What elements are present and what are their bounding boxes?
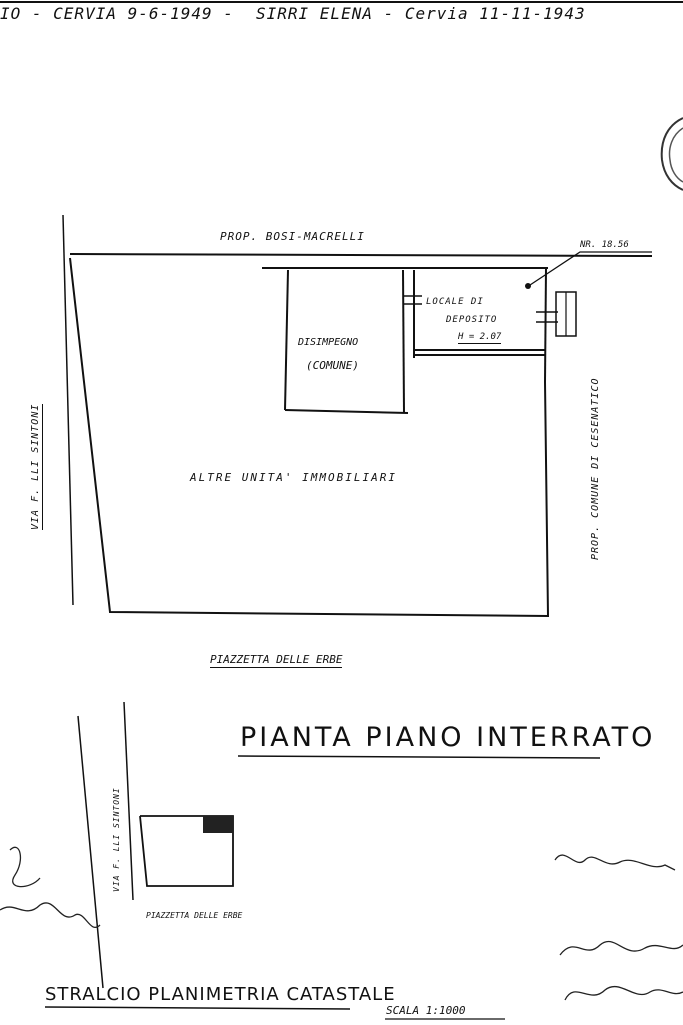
site-building-outline: [139, 815, 234, 887]
wall-ticks: [403, 295, 558, 323]
east-owner-label: PROP. COMUNE DI CESENATICO: [590, 377, 601, 560]
storage-height-label: H = 2.07: [458, 332, 502, 344]
stamp-fragment: [660, 117, 683, 191]
scale-label: SCALA 1:1000: [386, 1004, 466, 1017]
signature-left-upper: [9, 846, 41, 888]
building-perimeter: [69, 257, 550, 618]
street-west-label: VIA F. LLI SINTONI: [30, 403, 43, 530]
header-right-text: SIRRI ELENA - Cervia 11-11-1943: [256, 4, 586, 23]
plan-title-underline: [237, 755, 601, 759]
footer-title-underline: [44, 1006, 351, 1010]
north-owner-label: PROP. BOSI-MACRELLI: [220, 230, 365, 243]
height-tag-leader: [529, 251, 652, 286]
footer-title: STRALCIO PLANIMETRIA CATASTALE: [45, 984, 396, 1005]
signature-left-lower: [0, 902, 101, 928]
site-street-line-a: [77, 715, 104, 989]
plan-title: PIANTA PIANO INTERRATO: [240, 722, 656, 753]
signature-right-lower: [564, 985, 683, 1001]
storage-label-line1: LOCALE DI: [426, 297, 484, 307]
north-boundary-line: [69, 253, 653, 257]
storage-label-line2: DEPOSITO: [446, 315, 498, 325]
west-street-line: [62, 214, 74, 606]
signature-right-middle: [559, 940, 683, 956]
signature-right-upper: [554, 854, 676, 871]
other-units-label: ALTRE UNITA' IMMOBILIARI: [190, 471, 397, 484]
hall-right-wall: [402, 269, 405, 414]
square-south-label: PIAZZETTA DELLE ERBE: [210, 653, 343, 668]
header-left-text: IO - CERVIA 9-6-1949 -: [0, 4, 234, 23]
height-tag-label: NR. 18.56: [580, 240, 629, 250]
storage-right-wall: [544, 267, 547, 383]
hall-label-line2: (COMUNE): [306, 359, 359, 372]
hall-label-line1: DISIMPEGNO: [298, 337, 359, 348]
hall-bottom-wall: [284, 409, 409, 414]
height-tag-dot: [525, 283, 531, 289]
site-highlight-parcel: [203, 816, 233, 833]
site-square-label: PIAZZETTA DELLE ERBE: [146, 911, 243, 920]
site-street-label: VIA F. LLI SINTONI: [112, 787, 121, 892]
hall-left-wall: [284, 269, 289, 411]
site-street-line-b: [123, 701, 134, 901]
